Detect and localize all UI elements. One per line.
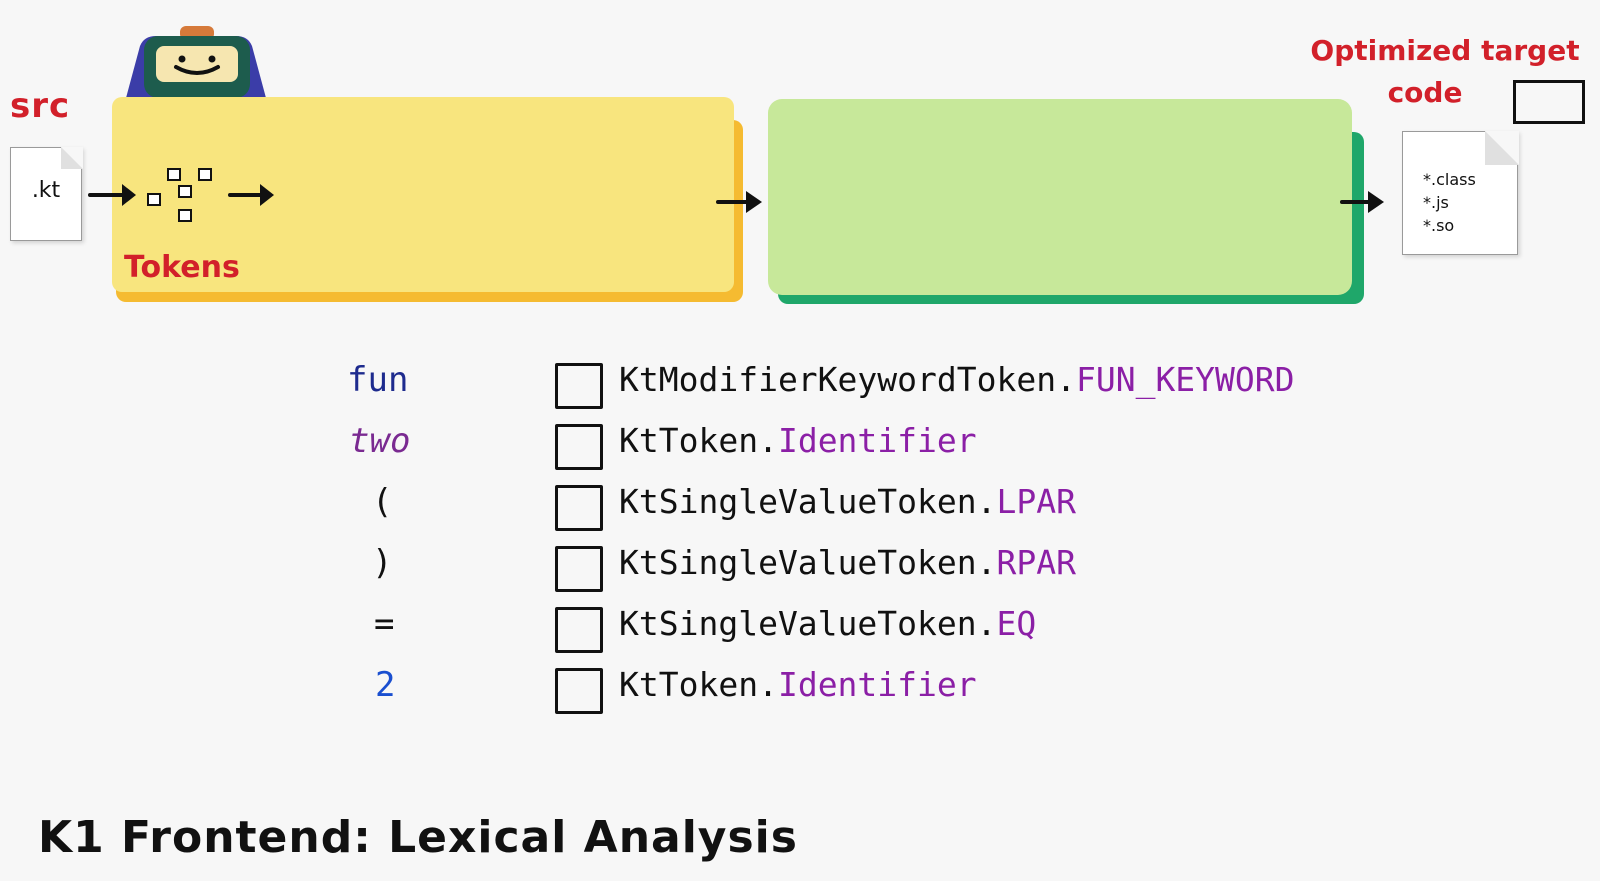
token-row: = KtSingleValueToken.EQ [0,604,1600,660]
source-token: fun [347,360,409,400]
token-box [555,546,603,592]
kt-file-icon: .kt [10,146,83,241]
token-row: ( KtSingleValueToken.LPAR [0,482,1600,538]
token-member: FUN_KEYWORD [1075,360,1295,399]
output-file-extensions: *.class *.js *.so [1423,168,1476,237]
source-token: 2 [375,665,396,705]
src-label: src [10,86,71,126]
optimized-target-line2: code [1387,76,1463,109]
output-extension: *.js [1423,193,1449,212]
token-class: KtSingleValueToken. [619,482,997,521]
tokens-label: Tokens [124,250,240,285]
token-member: LPAR [996,482,1076,521]
token-type: KtToken.Identifier [619,665,977,704]
source-token: ) [372,543,393,583]
token-box [555,607,603,653]
token-type: KtSingleValueToken.RPAR [619,543,1076,582]
arrow-right-icon [228,184,274,206]
token-class: KtSingleValueToken. [619,543,997,582]
token-box [555,363,603,409]
token-class: KtSingleValueToken. [619,604,997,643]
token-member: Identifier [777,665,977,704]
slide-title: K1 Frontend: Lexical Analysis [38,812,798,863]
token-box [555,424,603,470]
output-extension: *.class [1423,170,1476,189]
arrow-right-icon [1340,191,1384,213]
token-class: KtToken. [619,421,778,460]
token-tree-icon [147,168,212,222]
arrow-right-icon [716,191,762,213]
source-token: = [374,604,395,644]
source-token: two [349,421,411,461]
token-box [555,485,603,531]
backend-stage-box [768,99,1352,295]
token-class: KtToken. [619,665,778,704]
target-code-box [1513,80,1585,124]
token-box [555,668,603,714]
lexer-stage-box [112,97,734,292]
pipeline-arrows [88,168,1384,222]
optimized-target-line1: Optimized target [1310,34,1580,67]
token-member: EQ [996,604,1037,643]
token-row: two KtToken.Identifier [0,421,1600,477]
output-file-icon: *.class *.js *.so [1402,130,1519,255]
kt-file-extension: .kt [31,178,61,203]
robot-mascot-icon [126,26,266,98]
token-row: ) KtSingleValueToken.RPAR [0,543,1600,599]
token-type: KtModifierKeywordToken.FUN_KEYWORD [619,360,1295,399]
token-member: Identifier [777,421,977,460]
token-type: KtSingleValueToken.LPAR [619,482,1076,521]
output-extension: *.so [1423,216,1455,235]
source-token: ( [372,482,393,522]
token-class: KtModifierKeywordToken. [619,360,1076,399]
optimized-target-label: Optimized target code [1300,30,1590,114]
token-type: KtToken.Identifier [619,421,977,460]
token-member: RPAR [996,543,1076,582]
token-row: 2 KtToken.Identifier [0,665,1600,721]
token-type: KtSingleValueToken.EQ [619,604,1036,643]
arrow-right-icon [88,184,136,206]
token-row: fun KtModifierKeywordToken.FUN_KEYWORD [0,360,1600,416]
